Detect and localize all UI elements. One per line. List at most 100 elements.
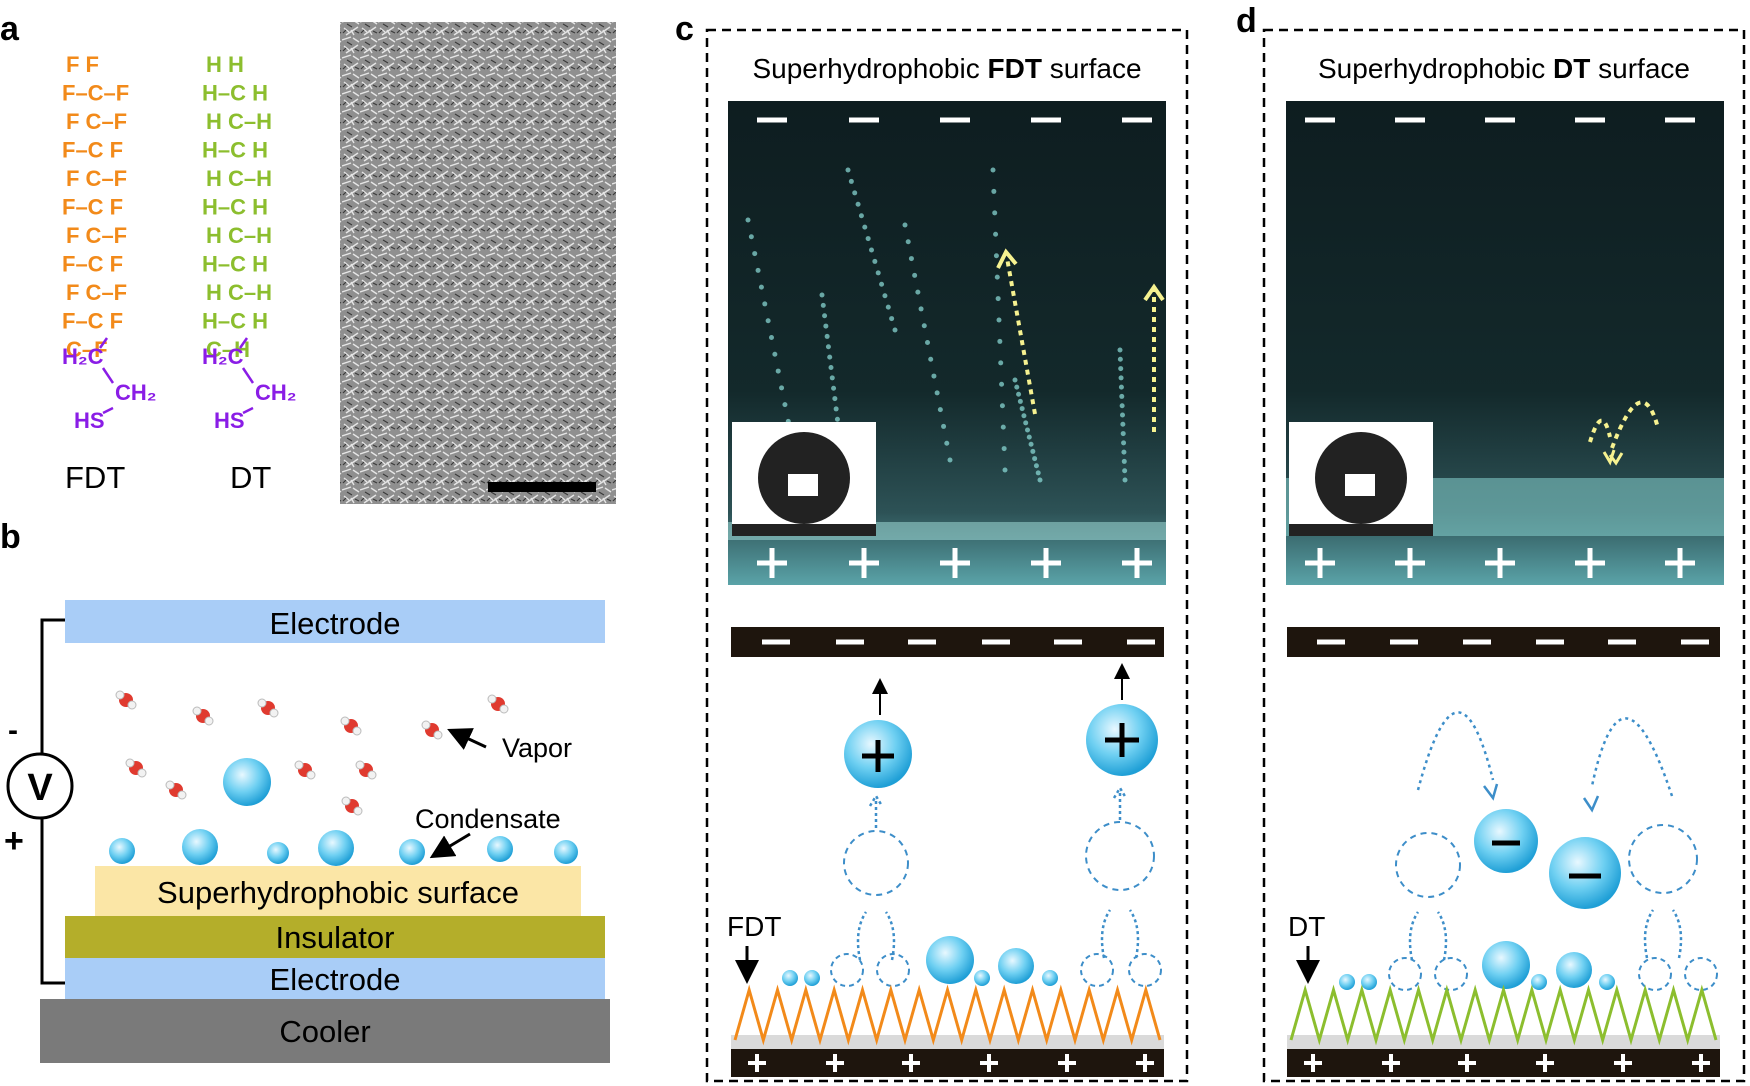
photo-positive-signs-d (1305, 548, 1695, 578)
dt-h2c: H₂C (202, 344, 244, 369)
panel-c: Superhydrophobic FDT surface (705, 28, 1189, 1083)
droplet-trail (992, 210, 998, 216)
panel-d: Superhydrophobic DT surface (1262, 28, 1746, 1083)
returning-droplets-d (1395, 711, 1698, 961)
droplet-trail (1032, 456, 1038, 462)
dt-surface-label: DT (1288, 911, 1325, 942)
droplet-trail (1121, 458, 1127, 464)
plus-sign (1122, 548, 1152, 578)
surface-droplet (1361, 974, 1377, 990)
droplet-trail (994, 274, 1000, 280)
fdt-hs: HS (74, 408, 105, 433)
droplet-trail (865, 236, 871, 242)
fdt-caption: FDT (65, 460, 125, 495)
droplet-trail (748, 234, 754, 240)
surface-label: Superhydrophobic surface (157, 875, 519, 910)
condensate-droplet (109, 838, 135, 864)
departed-droplet (1388, 957, 1422, 991)
surface-droplet (782, 970, 798, 986)
minus-sign (1395, 117, 1425, 123)
dt-row-r8: H–C H (202, 252, 268, 277)
surface-droplet (1482, 941, 1530, 989)
dt-caption: DT (230, 460, 271, 495)
fdt-row-r11: C–F (66, 337, 108, 362)
fdt-h2c: H₂C (62, 344, 104, 369)
fdt-row-r8: F–C F (62, 252, 123, 277)
droplet-trail (941, 423, 947, 429)
minus-sign (1665, 117, 1695, 123)
fdt-row-r2: F–C–F (62, 81, 129, 106)
top-electrode-d (1287, 627, 1720, 657)
droplet-trail (934, 390, 940, 396)
droplet-trail (1120, 412, 1125, 418)
panel-c-title: Superhydrophobic FDT surface (752, 53, 1141, 84)
droplet-trail (928, 356, 934, 362)
panel-label-b: b (0, 518, 21, 556)
departed-droplet (1434, 957, 1468, 991)
panel-d-frame (1262, 28, 1746, 1083)
cooler (40, 999, 610, 1063)
minus-sign (1536, 639, 1564, 645)
droplet-trail (937, 407, 943, 413)
droplet-trail (1120, 431, 1126, 437)
droplet-trail (885, 304, 891, 310)
droplet-trail (1012, 377, 1018, 383)
surface-droplet (1556, 952, 1592, 988)
plus-sign (1136, 1054, 1154, 1072)
droplet-trail (902, 222, 908, 228)
panel-d-photo (1286, 101, 1724, 585)
droplet-trail (1016, 391, 1022, 397)
droplet-trail (834, 416, 840, 422)
droplet-trail (875, 270, 881, 276)
droplet-trail (1030, 448, 1036, 454)
droplet-trail (820, 302, 826, 308)
contact-angle-inset-d (1289, 422, 1433, 536)
droplet-trail (990, 167, 996, 173)
droplet-trail (1001, 446, 1007, 452)
plus-sign (849, 548, 879, 578)
water-molecule (125, 758, 147, 778)
plus-sign (1382, 1054, 1400, 1072)
minus-sign (849, 117, 879, 123)
droplet-trail (1120, 421, 1126, 427)
droplet-trail (1119, 403, 1125, 409)
droplet-trail (1119, 393, 1125, 399)
condensate-droplet (267, 842, 289, 864)
photo-negative-signs-d (1305, 117, 1695, 123)
minus-sign (982, 639, 1010, 645)
plus-sign: + (4, 822, 24, 860)
droplet-trail (845, 167, 851, 173)
droplet-trail (1023, 420, 1029, 426)
water-molecule (341, 796, 363, 816)
droplet-trail (1118, 384, 1124, 390)
panel-label-c: c (675, 10, 694, 48)
droplet-trail (765, 318, 771, 324)
plus-sign (1692, 1054, 1710, 1072)
droplet-trail (1117, 356, 1123, 362)
condensate-droplet (487, 836, 513, 862)
dt-row-r2: H–C H (202, 81, 268, 106)
dt-row-r6: H–C H (202, 195, 268, 220)
fdt-row-r4: F–C F (62, 138, 123, 163)
minus-sign (762, 639, 790, 645)
droplet-trail (852, 190, 858, 196)
plus-sign (826, 1054, 844, 1072)
droplet-trail (995, 296, 1001, 302)
bottom-electrode (65, 958, 605, 999)
droplet-trail (944, 440, 950, 446)
dt-row-r5: H C–H (206, 166, 272, 191)
departed-droplet (1638, 957, 1672, 991)
plus-sign (940, 548, 970, 578)
droplet-trail (1028, 441, 1034, 447)
droplet-trail (1035, 470, 1041, 476)
droplet-trail (822, 313, 828, 319)
condensate-droplet (399, 839, 425, 865)
droplet-trail (872, 258, 878, 264)
plus-sign (902, 1054, 920, 1072)
droplet-trail (908, 256, 914, 262)
dt-row-r3: H C–H (206, 109, 272, 134)
water-molecule (115, 690, 137, 710)
droplet-trail (997, 338, 1003, 344)
vapor-arrow (447, 728, 487, 750)
